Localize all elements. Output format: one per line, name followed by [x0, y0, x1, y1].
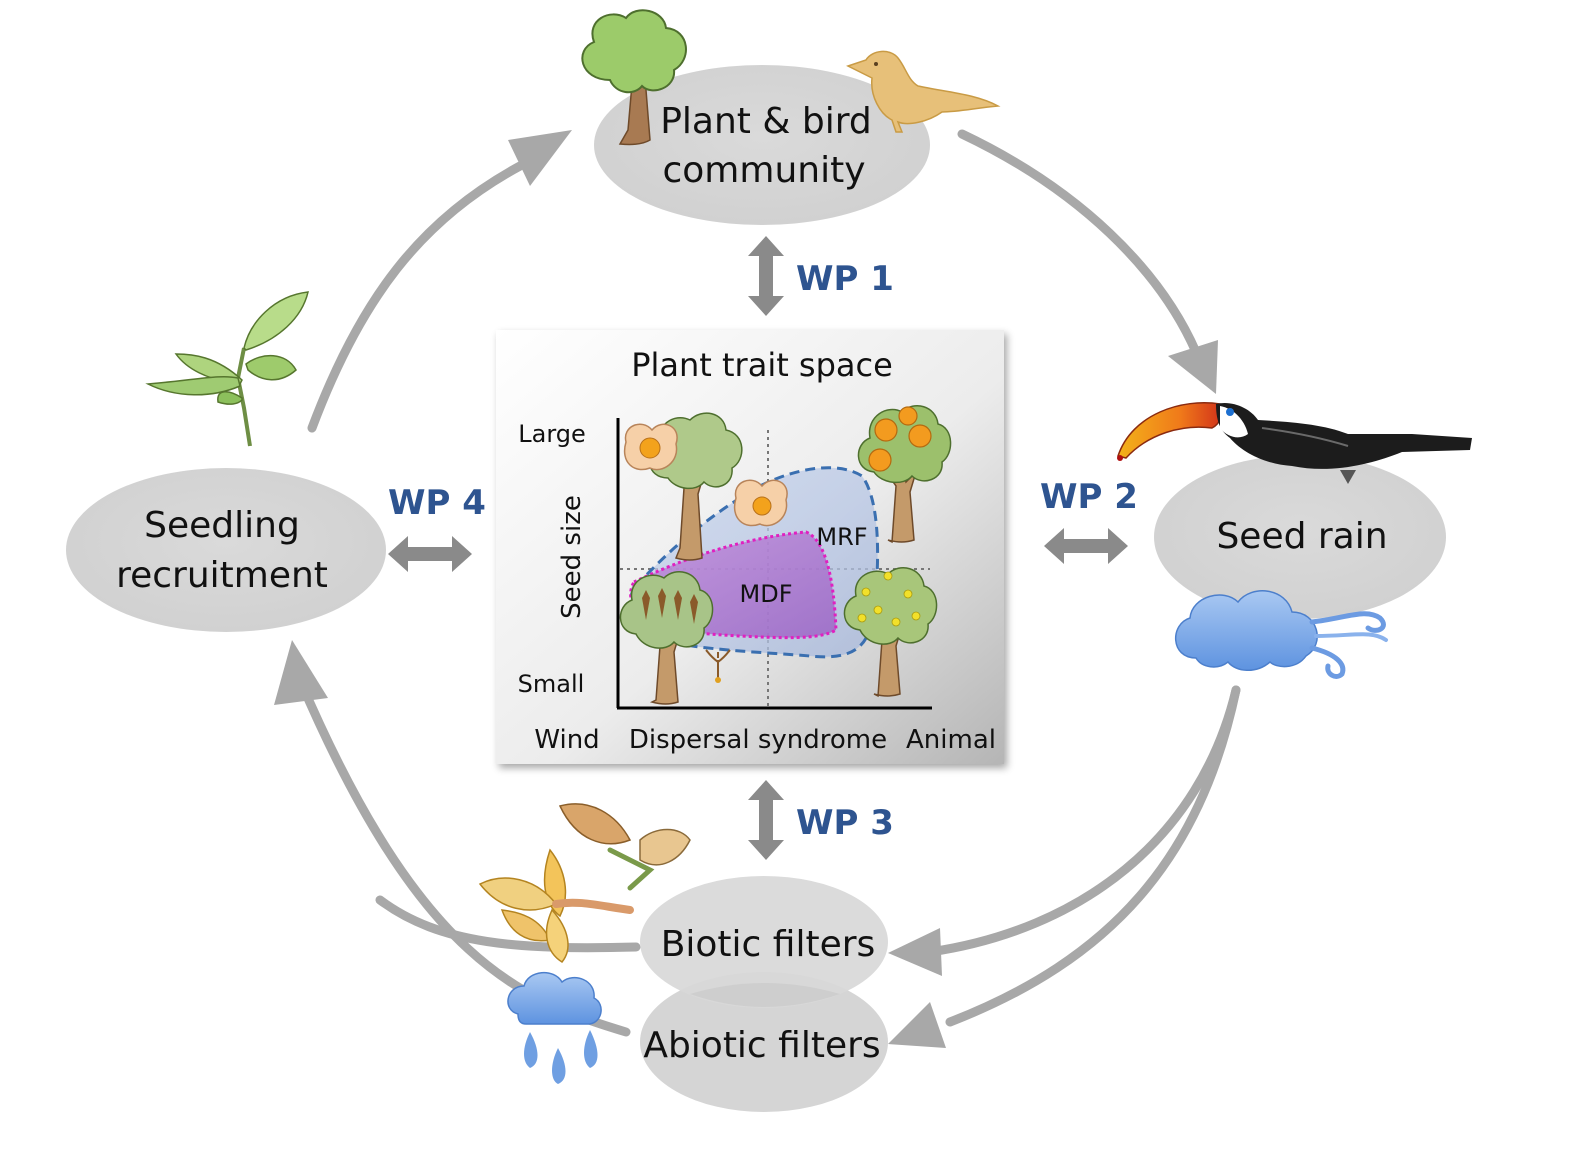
node-seed-rain — [1154, 455, 1446, 619]
seedling-icon — [145, 291, 309, 447]
wp1-label: WP 1 — [796, 259, 894, 299]
arrowhead-abiotic — [888, 1002, 946, 1048]
abiotic-ellipse — [640, 972, 888, 1112]
x-axis-title: Dispersal syndrome — [629, 725, 887, 755]
trait-space-panel — [496, 330, 1004, 764]
y-axis-title: Seed size — [557, 495, 587, 619]
wp4-double-arrow — [388, 536, 472, 572]
arrow-biotic-to-seedling — [375, 895, 641, 953]
seedling-label-line2: recruitment — [116, 555, 328, 596]
cycle-arrowheads — [274, 130, 1218, 1048]
x-axis-right-label: Animal — [906, 725, 996, 755]
y-axis-bottom-label: Small — [518, 670, 585, 698]
wp3-label: WP 3 — [796, 803, 894, 843]
large-winged-seed-icon — [623, 423, 678, 471]
rain-cloud-icon — [507, 972, 602, 1084]
arrow-seedrain-to-abiotic — [945, 685, 1241, 1027]
large-fruit-animal-tree-icon — [857, 405, 952, 544]
arrow-seedling-to-community — [307, 161, 525, 433]
abiotic-label: Abiotic filters — [643, 1025, 880, 1066]
small-seed-wind-tree-icon — [619, 571, 714, 705]
tree-icon — [581, 9, 687, 146]
leaf-litter-icon — [478, 803, 691, 963]
node-ellipse — [66, 468, 386, 632]
tiny-seedling-icon — [705, 649, 731, 683]
node-filters — [640, 876, 888, 1112]
node-ellipse — [1154, 455, 1446, 619]
region-mrf-label: MRF — [816, 523, 867, 551]
bird-icon — [846, 50, 1001, 133]
biotic-label: Biotic filters — [661, 924, 876, 965]
x-axis-left-label: Wind — [534, 725, 599, 755]
node-plant-bird-community — [594, 65, 930, 225]
node-ellipse — [594, 65, 930, 225]
community-label-line2: community — [662, 150, 865, 191]
node-seedling-recruitment — [66, 468, 386, 632]
arrowhead-seedling — [274, 640, 328, 705]
wp3-double-arrow — [748, 780, 784, 860]
arrow-community-to-seedrain — [957, 129, 1201, 357]
wp1-double-arrow — [748, 236, 784, 316]
medium-winged-seed-icon — [733, 479, 788, 527]
wp4-label: WP 4 — [388, 483, 486, 523]
biotic-ellipse — [640, 876, 888, 1008]
community-label-line1: Plant & bird — [660, 101, 872, 142]
seedling-label-line1: Seedling — [144, 505, 300, 546]
wind-cloud-icon — [1174, 590, 1388, 679]
arrowhead-seedrain — [1168, 340, 1218, 394]
region-mdf-label: MDF — [740, 580, 793, 608]
arrowhead-community — [508, 130, 572, 186]
seed-rain-label: Seed rain — [1216, 516, 1387, 557]
toucan-icon — [1117, 402, 1472, 484]
arrowhead-biotic — [888, 928, 942, 976]
wp2-label: WP 2 — [1040, 477, 1138, 517]
small-fruit-animal-tree-icon — [843, 567, 938, 698]
wp2-double-arrow — [1044, 528, 1128, 564]
wp-double-arrows — [388, 236, 1128, 860]
overlap-region — [690, 983, 840, 1007]
y-axis-top-label: Large — [518, 420, 586, 448]
trait-space-title: Plant trait space — [631, 346, 893, 384]
